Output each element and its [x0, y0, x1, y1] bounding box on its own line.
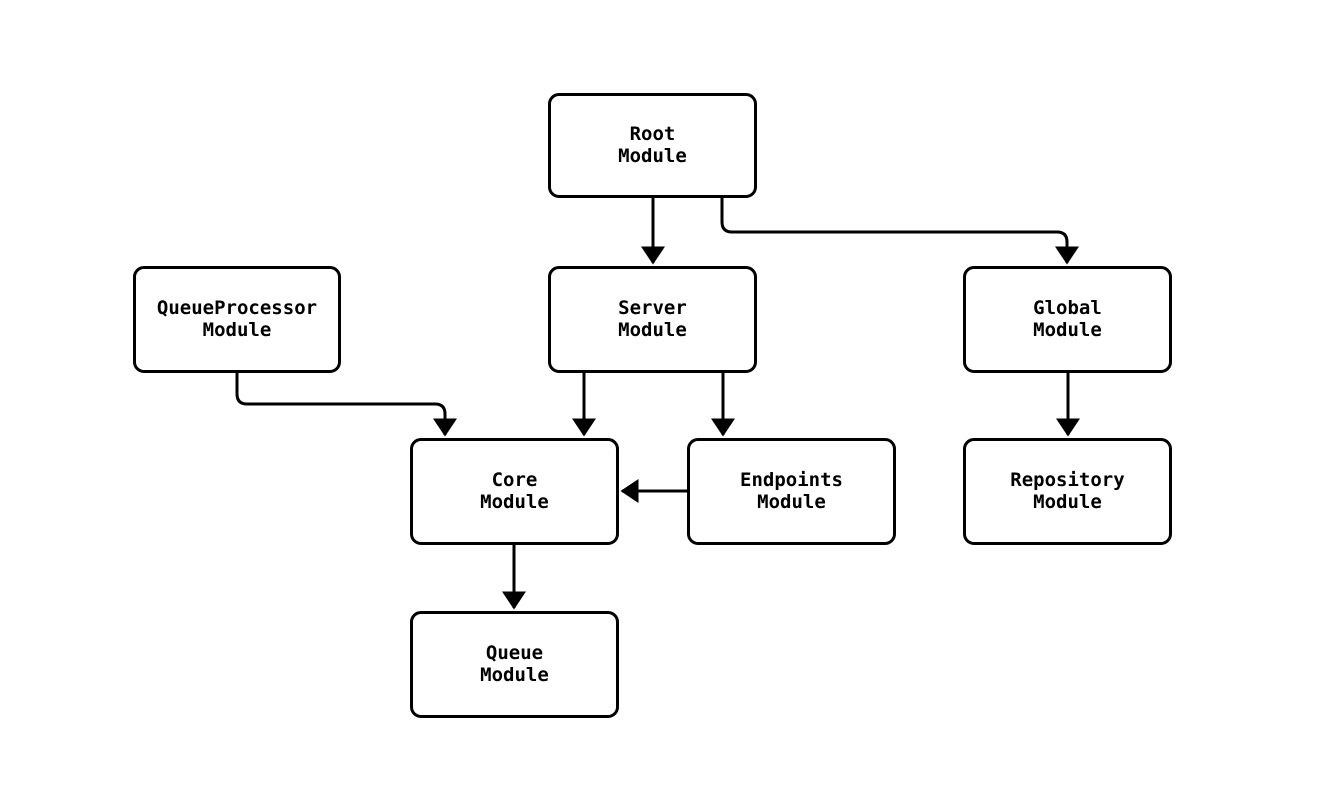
node-label: Module — [202, 318, 272, 341]
node-label: Queue — [485, 642, 544, 664]
node-repository-module: Repository Module — [963, 438, 1172, 545]
node-label: Module — [480, 490, 549, 513]
edge-root-to-global — [720, 198, 1079, 265]
edge-queueprocessor-to-core — [235, 373, 457, 437]
node-label: Root — [629, 123, 676, 145]
node-root-module: Root Module — [548, 93, 757, 198]
node-queueprocessor-module: QueueProcessor Module — [133, 266, 341, 373]
node-label: Repository — [1010, 469, 1125, 491]
node-label: Core — [491, 469, 538, 491]
node-label: QueueProcessor — [156, 297, 318, 319]
node-label: Module — [618, 318, 687, 341]
node-label: Module — [618, 144, 687, 167]
node-label: Module — [480, 663, 549, 686]
node-endpoints-module: Endpoints Module — [687, 438, 896, 545]
node-label: Server — [618, 297, 687, 319]
node-label: Endpoints — [740, 469, 843, 491]
node-label: Module — [1033, 318, 1102, 341]
node-core-module: Core Module — [410, 438, 619, 545]
node-label: Module — [757, 490, 826, 513]
node-server-module: Server Module — [548, 266, 757, 373]
node-label: Global — [1033, 297, 1102, 319]
node-queue-module: Queue Module — [410, 611, 619, 718]
node-global-module: Global Module — [963, 266, 1172, 373]
node-label: Module — [1033, 490, 1102, 513]
